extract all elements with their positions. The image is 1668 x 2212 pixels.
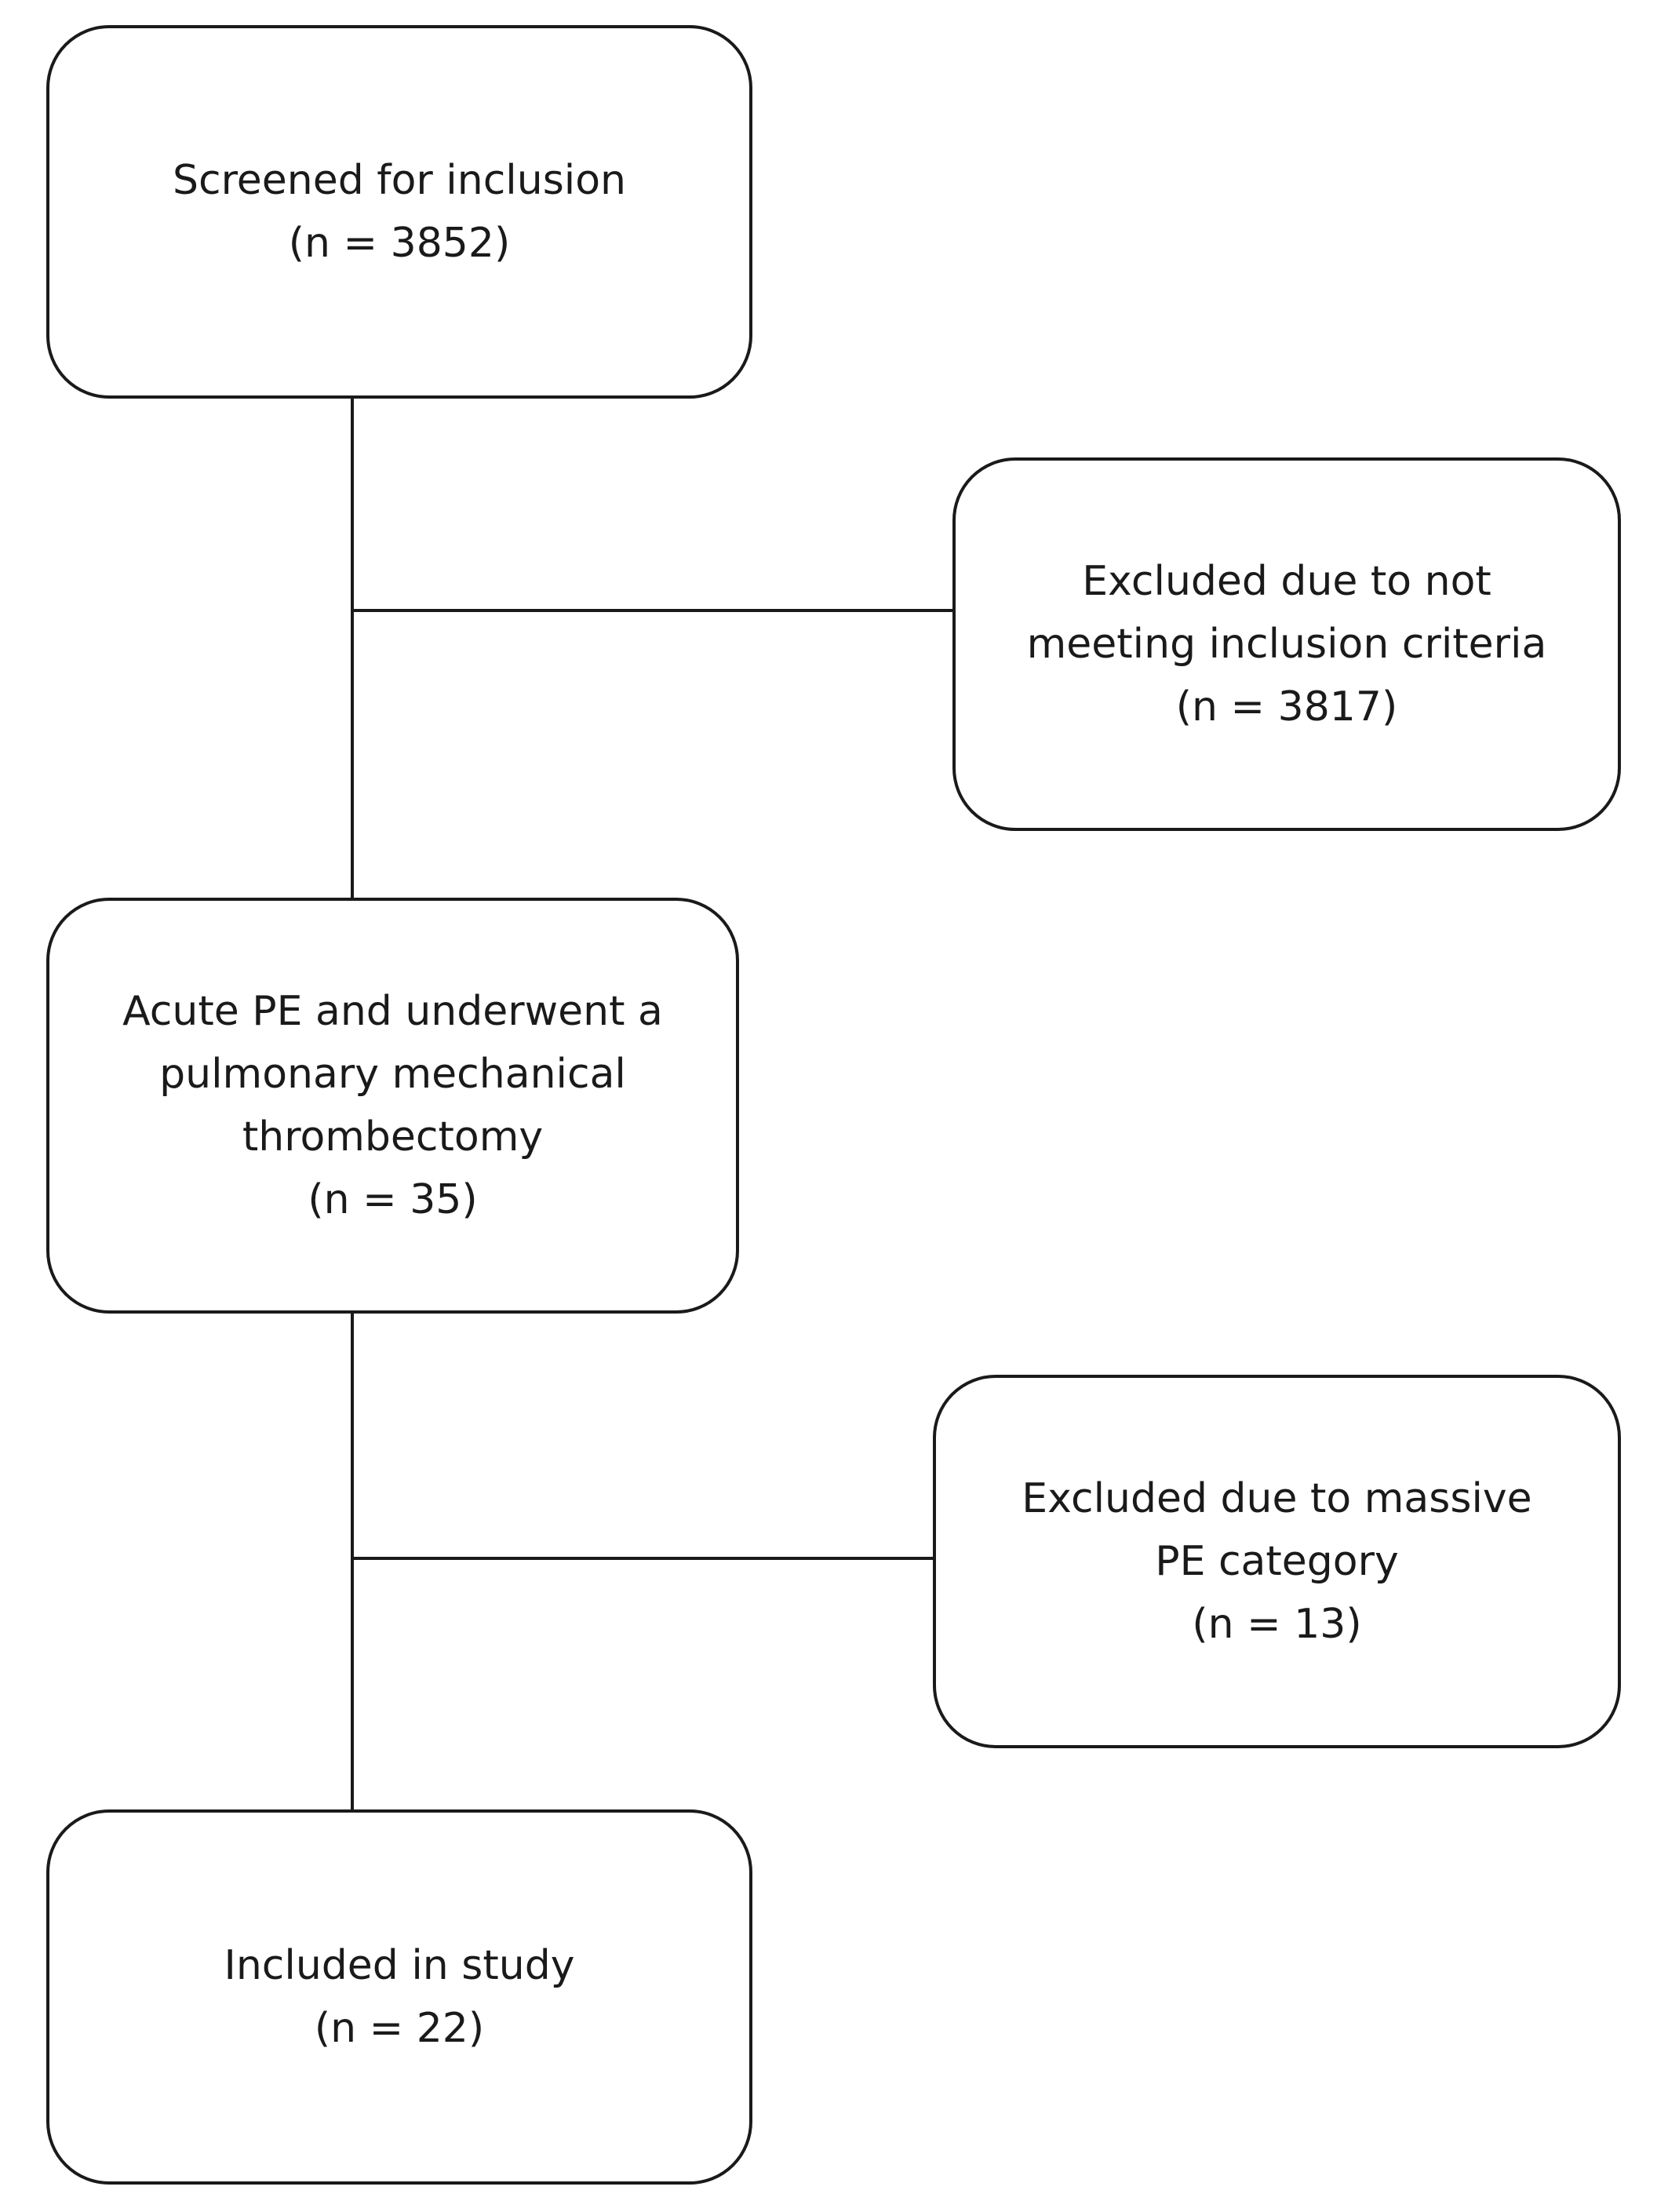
screened-box: Screened for inclusion (n = 3852) <box>46 25 752 399</box>
excluded-criteria-label-2: meeting inclusion criteria <box>1026 621 1547 668</box>
excluded-massive-count: (n = 13) <box>1192 1601 1362 1648</box>
excluded-criteria-box: Excluded due to not meeting inclusion cr… <box>952 457 1621 831</box>
excluded-massive-box: Excluded due to massive PE category (n =… <box>933 1375 1621 1748</box>
included-count: (n = 22) <box>314 2005 485 2052</box>
screened-label: Screened for inclusion <box>172 157 627 204</box>
acute-pe-label-2: pulmonary mechanical <box>159 1051 626 1098</box>
excluded-criteria-label-1: Excluded due to not <box>1082 558 1491 605</box>
excluded-massive-label-1: Excluded due to massive <box>1022 1475 1532 1522</box>
included-box: Included in study (n = 22) <box>46 1809 752 2185</box>
acute-pe-count: (n = 35) <box>308 1176 478 1223</box>
excluded-criteria-count: (n = 3817) <box>1175 683 1398 731</box>
acute-pe-box: Acute PE and underwent a pulmonary mecha… <box>46 898 739 1314</box>
excluded-massive-label-2: PE category <box>1155 1538 1399 1585</box>
acute-pe-label-1: Acute PE and underwent a <box>122 988 663 1035</box>
included-label: Included in study <box>224 1942 575 1989</box>
acute-pe-label-3: thrombectomy <box>242 1113 544 1161</box>
screened-count: (n = 3852) <box>288 220 511 267</box>
